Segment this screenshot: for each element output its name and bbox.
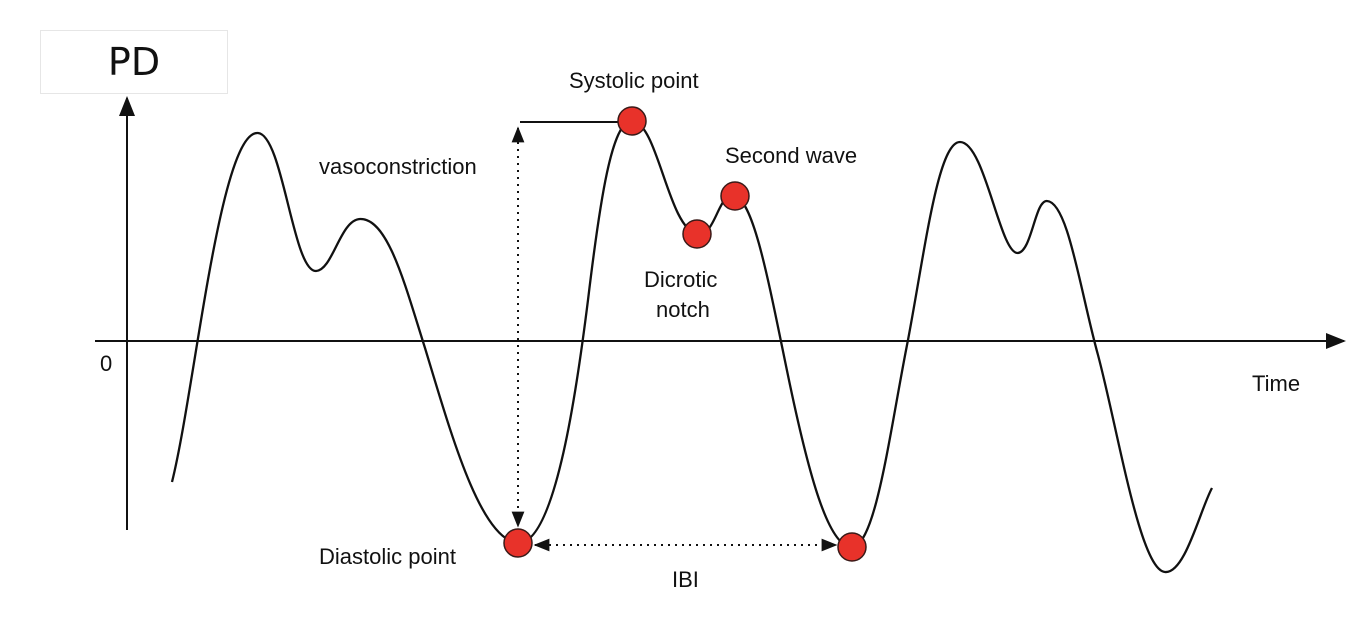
systolic-point-label: Systolic point [569, 68, 699, 93]
time-axis-label: Time [1252, 371, 1301, 396]
pulse-waveform [170, 119, 1214, 574]
dicrotic-notch-label-line1: Dicrotic [644, 267, 718, 292]
origin-label: 0 [100, 351, 113, 376]
dicrotic-notch-marker [682, 219, 712, 249]
vasoconstriction-label: vasoconstriction [319, 154, 477, 179]
second-wave-marker [720, 181, 750, 211]
systolic-point-marker [617, 106, 647, 136]
next-diastolic-point-marker [837, 532, 867, 562]
pd-axis-label: PD [107, 40, 161, 84]
markers [503, 106, 867, 562]
diastolic-point-label: Diastolic point [319, 544, 456, 569]
diastolic-point-marker [503, 528, 533, 558]
second-wave-label: Second wave [725, 143, 858, 168]
dicrotic-notch-label-line2: notch [656, 297, 710, 322]
ibi-label: IBI [672, 567, 699, 592]
pd-axis-label-box: PD [40, 30, 228, 94]
